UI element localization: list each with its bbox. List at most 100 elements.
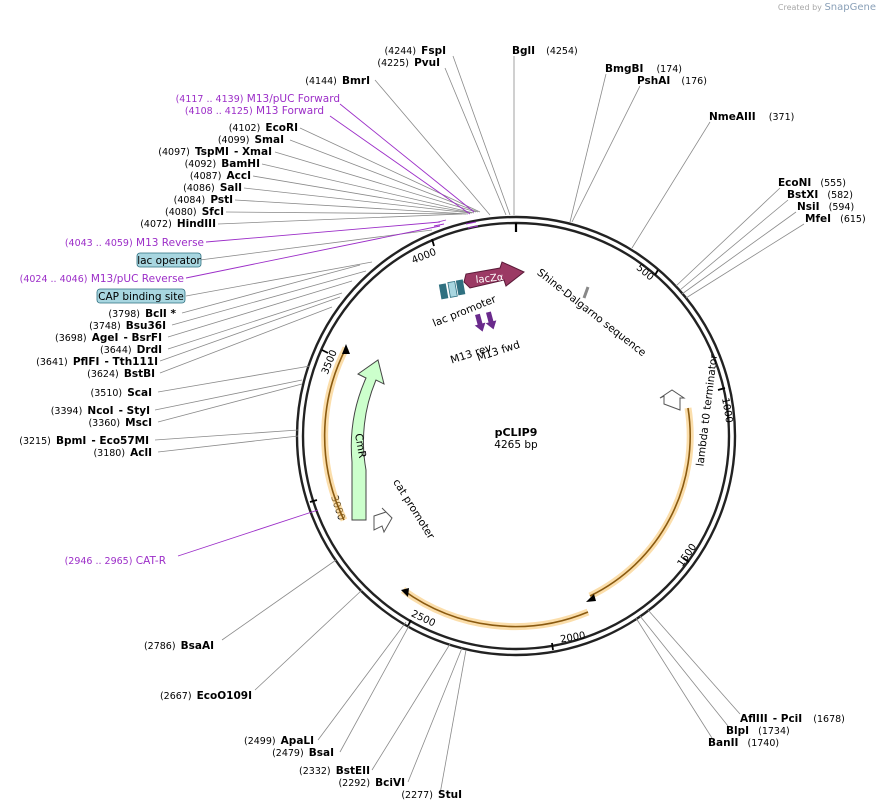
site-blpi[interactable]: BlpI (1734)	[726, 719, 790, 738]
leader-m13-reverse	[205, 221, 441, 243]
site-mfei[interactable]: MfeI (615)	[805, 207, 866, 226]
cmr-feature-arrow[interactable]	[350, 359, 385, 521]
primer-m13-forward[interactable]: (4108 .. 4125) M13 Forward	[185, 105, 324, 117]
orf-arrowhead-bottom	[401, 588, 409, 597]
site-apali[interactable]: (2499) ApaLI	[244, 729, 314, 748]
site-ecoo109i[interactable]: (2667) EcoO109I	[160, 684, 252, 703]
leader-mfei	[685, 223, 805, 299]
leader-scai	[157, 365, 311, 393]
site-banii[interactable]: BanII (1740)	[708, 731, 779, 750]
orf-arc-right	[589, 407, 691, 597]
m13-rev-arrow[interactable]	[472, 313, 487, 333]
site-bcli[interactable]: (3798) BclI *	[108, 302, 176, 321]
site-pshai[interactable]: PshAI (176)	[637, 69, 707, 88]
site-labels-right: BglI (4254) BmgBI (174) PshAI (176) NmeA…	[512, 39, 866, 750]
lac-promoter-box-3[interactable]	[455, 279, 466, 296]
site-scai[interactable]: (3510) ScaI	[91, 381, 152, 400]
leader-bsteii	[371, 643, 451, 771]
site-pflfi[interactable]: (3641) PflFI - Tth111I	[36, 350, 158, 369]
site-bamhi[interactable]: (4092) BamHI	[185, 152, 260, 171]
site-tspmi[interactable]: (4097) TspMI - XmaI	[158, 140, 272, 159]
site-bstxi[interactable]: BstXI (582)	[787, 183, 853, 202]
site-bsteii[interactable]: (2332) BstEII	[299, 759, 370, 778]
site-afliii[interactable]: AflIII - PciI (1678)	[740, 707, 845, 726]
primer-m13puc-reverse[interactable]: (4024 .. 4046) M13/pUC Reverse	[20, 273, 184, 285]
site-pvui[interactable]: (4225) PvuI	[377, 51, 440, 70]
primer-m13-reverse[interactable]: (4043 .. 4059) M13 Reverse	[65, 237, 204, 249]
site-smai[interactable]: (4099) SmaI	[218, 128, 284, 147]
lambda-terminator-label: lambda t0 terminator	[694, 353, 720, 467]
cat-promoter-arrow[interactable]	[373, 507, 393, 534]
lambda-terminator-arrow[interactable]	[659, 389, 686, 411]
leader-sali	[243, 187, 471, 214]
lac-operator-label: lac operator	[137, 255, 201, 267]
cap-binding-site-box[interactable]	[96, 288, 186, 304]
site-bgli[interactable]: BglI (4254)	[512, 39, 578, 58]
leader-banii	[635, 617, 713, 739]
site-acli[interactable]: (3180) AclI	[93, 441, 152, 460]
site-bsu36i[interactable]: (3748) Bsu36I	[89, 314, 166, 333]
leader-bsaai	[221, 559, 337, 641]
tick-label-2000: 2000	[559, 630, 586, 645]
site-econi[interactable]: EcoNI (555)	[778, 171, 846, 190]
site-sali[interactable]: (4086) SalI	[183, 176, 242, 195]
site-bmgbi[interactable]: BmgBI (174)	[605, 57, 682, 76]
site-ncoi[interactable]: (3394) NcoI - StyI	[51, 399, 150, 418]
tick-4000	[431, 238, 435, 247]
leader-smai	[289, 139, 479, 213]
site-bmri[interactable]: (4144) BmrI	[305, 69, 370, 88]
leader-bcli	[181, 264, 361, 314]
site-bsai[interactable]: (2479) BsaI	[272, 741, 334, 760]
lac-promoter-box-1[interactable]	[438, 283, 449, 300]
leader-pflfi	[159, 296, 341, 362]
site-nsii[interactable]: NsiI (594)	[797, 195, 854, 214]
primer-cat-r[interactable]: (2946 .. 2965) CAT-R	[65, 555, 166, 567]
m13-fwd-arrow[interactable]	[483, 311, 498, 331]
site-labels-left: (4244) FspI (4225) PvuI (4144) BmrI (410…	[19, 39, 462, 802]
primer-mark-1	[465, 221, 477, 225]
leader-hindiii	[217, 213, 463, 225]
tick-500	[654, 269, 659, 276]
leader-acci	[252, 175, 473, 214]
site-ecori[interactable]: (4102) EcoRI	[229, 116, 298, 135]
site-sfci[interactable]: (4080) SfcI	[165, 200, 224, 219]
site-bcivi[interactable]: (2292) BciVI	[338, 771, 405, 790]
leader-m13-forward	[329, 115, 471, 215]
site-bpmi[interactable]: (3215) BpmI - Eco57MI	[19, 429, 149, 448]
lac-operator-box[interactable]	[136, 252, 202, 268]
leader-xmai	[274, 151, 477, 213]
site-agei[interactable]: (3698) AgeI - BsrFI	[55, 326, 162, 345]
site-nmeaiii[interactable]: NmeAIII (371)	[709, 105, 794, 124]
site-drdi[interactable]: (3644) DrdI	[100, 338, 162, 357]
shine-dalgarno-mark[interactable]	[582, 286, 590, 299]
tick-2000	[551, 642, 554, 651]
leader-bstbi	[159, 306, 333, 374]
primer-m13puc-forward[interactable]: (4117 .. 4139) M13/pUC Forward	[176, 93, 340, 105]
leader-ecori	[299, 127, 481, 213]
site-bsaai[interactable]: (2786) BsaAI	[144, 634, 214, 653]
created-by-text: Created by	[777, 3, 822, 12]
leader-bstxi	[679, 199, 789, 291]
lacz-feature-arrow[interactable]	[463, 261, 525, 289]
plasmid-name: pCLIP9	[495, 426, 538, 439]
site-bstbi[interactable]: (3624) BstBI	[87, 362, 155, 381]
leader-m13puc-forward	[339, 103, 475, 213]
lac-promoter-box-2[interactable]	[447, 280, 458, 298]
cat-promoter-label: cat promoter	[390, 477, 437, 542]
site-psti[interactable]: (4084) PstI	[174, 188, 233, 207]
plasmid-length: 4265 bp	[494, 439, 538, 451]
tick-label-1500: 1500	[676, 542, 700, 569]
leader-nsii	[681, 211, 797, 295]
tick-1000	[717, 387, 726, 391]
cmr-label: CmR	[352, 433, 368, 460]
site-acci[interactable]: (4087) AccI	[190, 164, 251, 183]
leader-nmeaiii	[631, 121, 711, 249]
site-stui[interactable]: (2277) StuI	[401, 783, 462, 802]
leader-bsu36i	[171, 270, 367, 326]
site-hindiii[interactable]: (4072) HindIII	[140, 212, 216, 231]
site-fspi[interactable]: (4244) FspI	[384, 39, 446, 58]
site-msci[interactable]: (3360) MscI	[88, 411, 152, 430]
leader-bmgbi	[569, 73, 607, 223]
leader-bmri	[374, 79, 491, 216]
